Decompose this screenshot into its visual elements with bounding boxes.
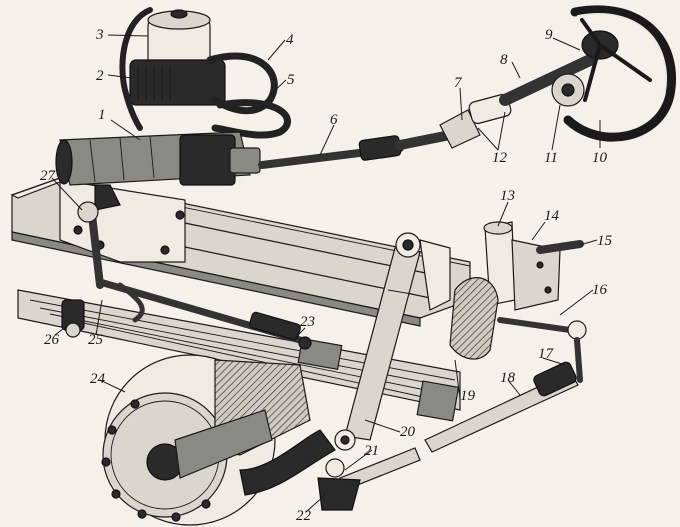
drag-link [317, 447, 421, 511]
callout-6: 6 [330, 112, 338, 128]
callout-25: 25 [88, 332, 104, 348]
power-cylinder [55, 131, 261, 289]
callout-4: 4 [286, 32, 294, 48]
longitudinal-rod [96, 278, 312, 350]
callout-14: 14 [544, 208, 560, 224]
callout-numbers: 1 2 3 4 5 6 7 8 9 10 11 12 13 14 15 16 1… [40, 27, 613, 524]
callout-24: 24 [90, 371, 106, 387]
callout-22: 22 [296, 508, 312, 524]
drawing [10, 5, 676, 526]
callout-1: 1 [98, 107, 106, 123]
callout-16: 16 [592, 282, 608, 298]
callout-18: 18 [500, 370, 516, 386]
wheel-hub [101, 354, 336, 526]
callout-7: 7 [454, 75, 463, 91]
callout-5: 5 [287, 72, 295, 88]
callout-10: 10 [592, 150, 608, 166]
callout-27: 27 [40, 168, 57, 184]
shock-absorber [334, 232, 451, 451]
tie-rod [424, 320, 587, 453]
callout-12: 12 [492, 150, 508, 166]
knuckle-assembly [449, 221, 584, 360]
callout-20: 20 [400, 424, 416, 440]
callout-11: 11 [544, 150, 558, 166]
leader-lines [51, 34, 601, 513]
steering-wheel [563, 5, 676, 142]
callout-19: 19 [460, 388, 476, 404]
callout-8: 8 [500, 52, 508, 68]
callout-13: 13 [500, 188, 515, 204]
callout-15: 15 [597, 233, 613, 249]
spring-shackle [61, 299, 85, 338]
callout-23: 23 [300, 314, 315, 330]
pump-reservoir [119, 7, 291, 139]
steering-column [258, 54, 596, 169]
callout-3: 3 [95, 27, 104, 43]
leaf-spring [17, 289, 461, 422]
callout-17: 17 [538, 346, 555, 362]
callout-21: 21 [364, 443, 379, 459]
wheel-studs [101, 399, 211, 522]
callout-9: 9 [545, 27, 553, 43]
callout-26: 26 [44, 332, 60, 348]
callout-2: 2 [96, 68, 104, 84]
